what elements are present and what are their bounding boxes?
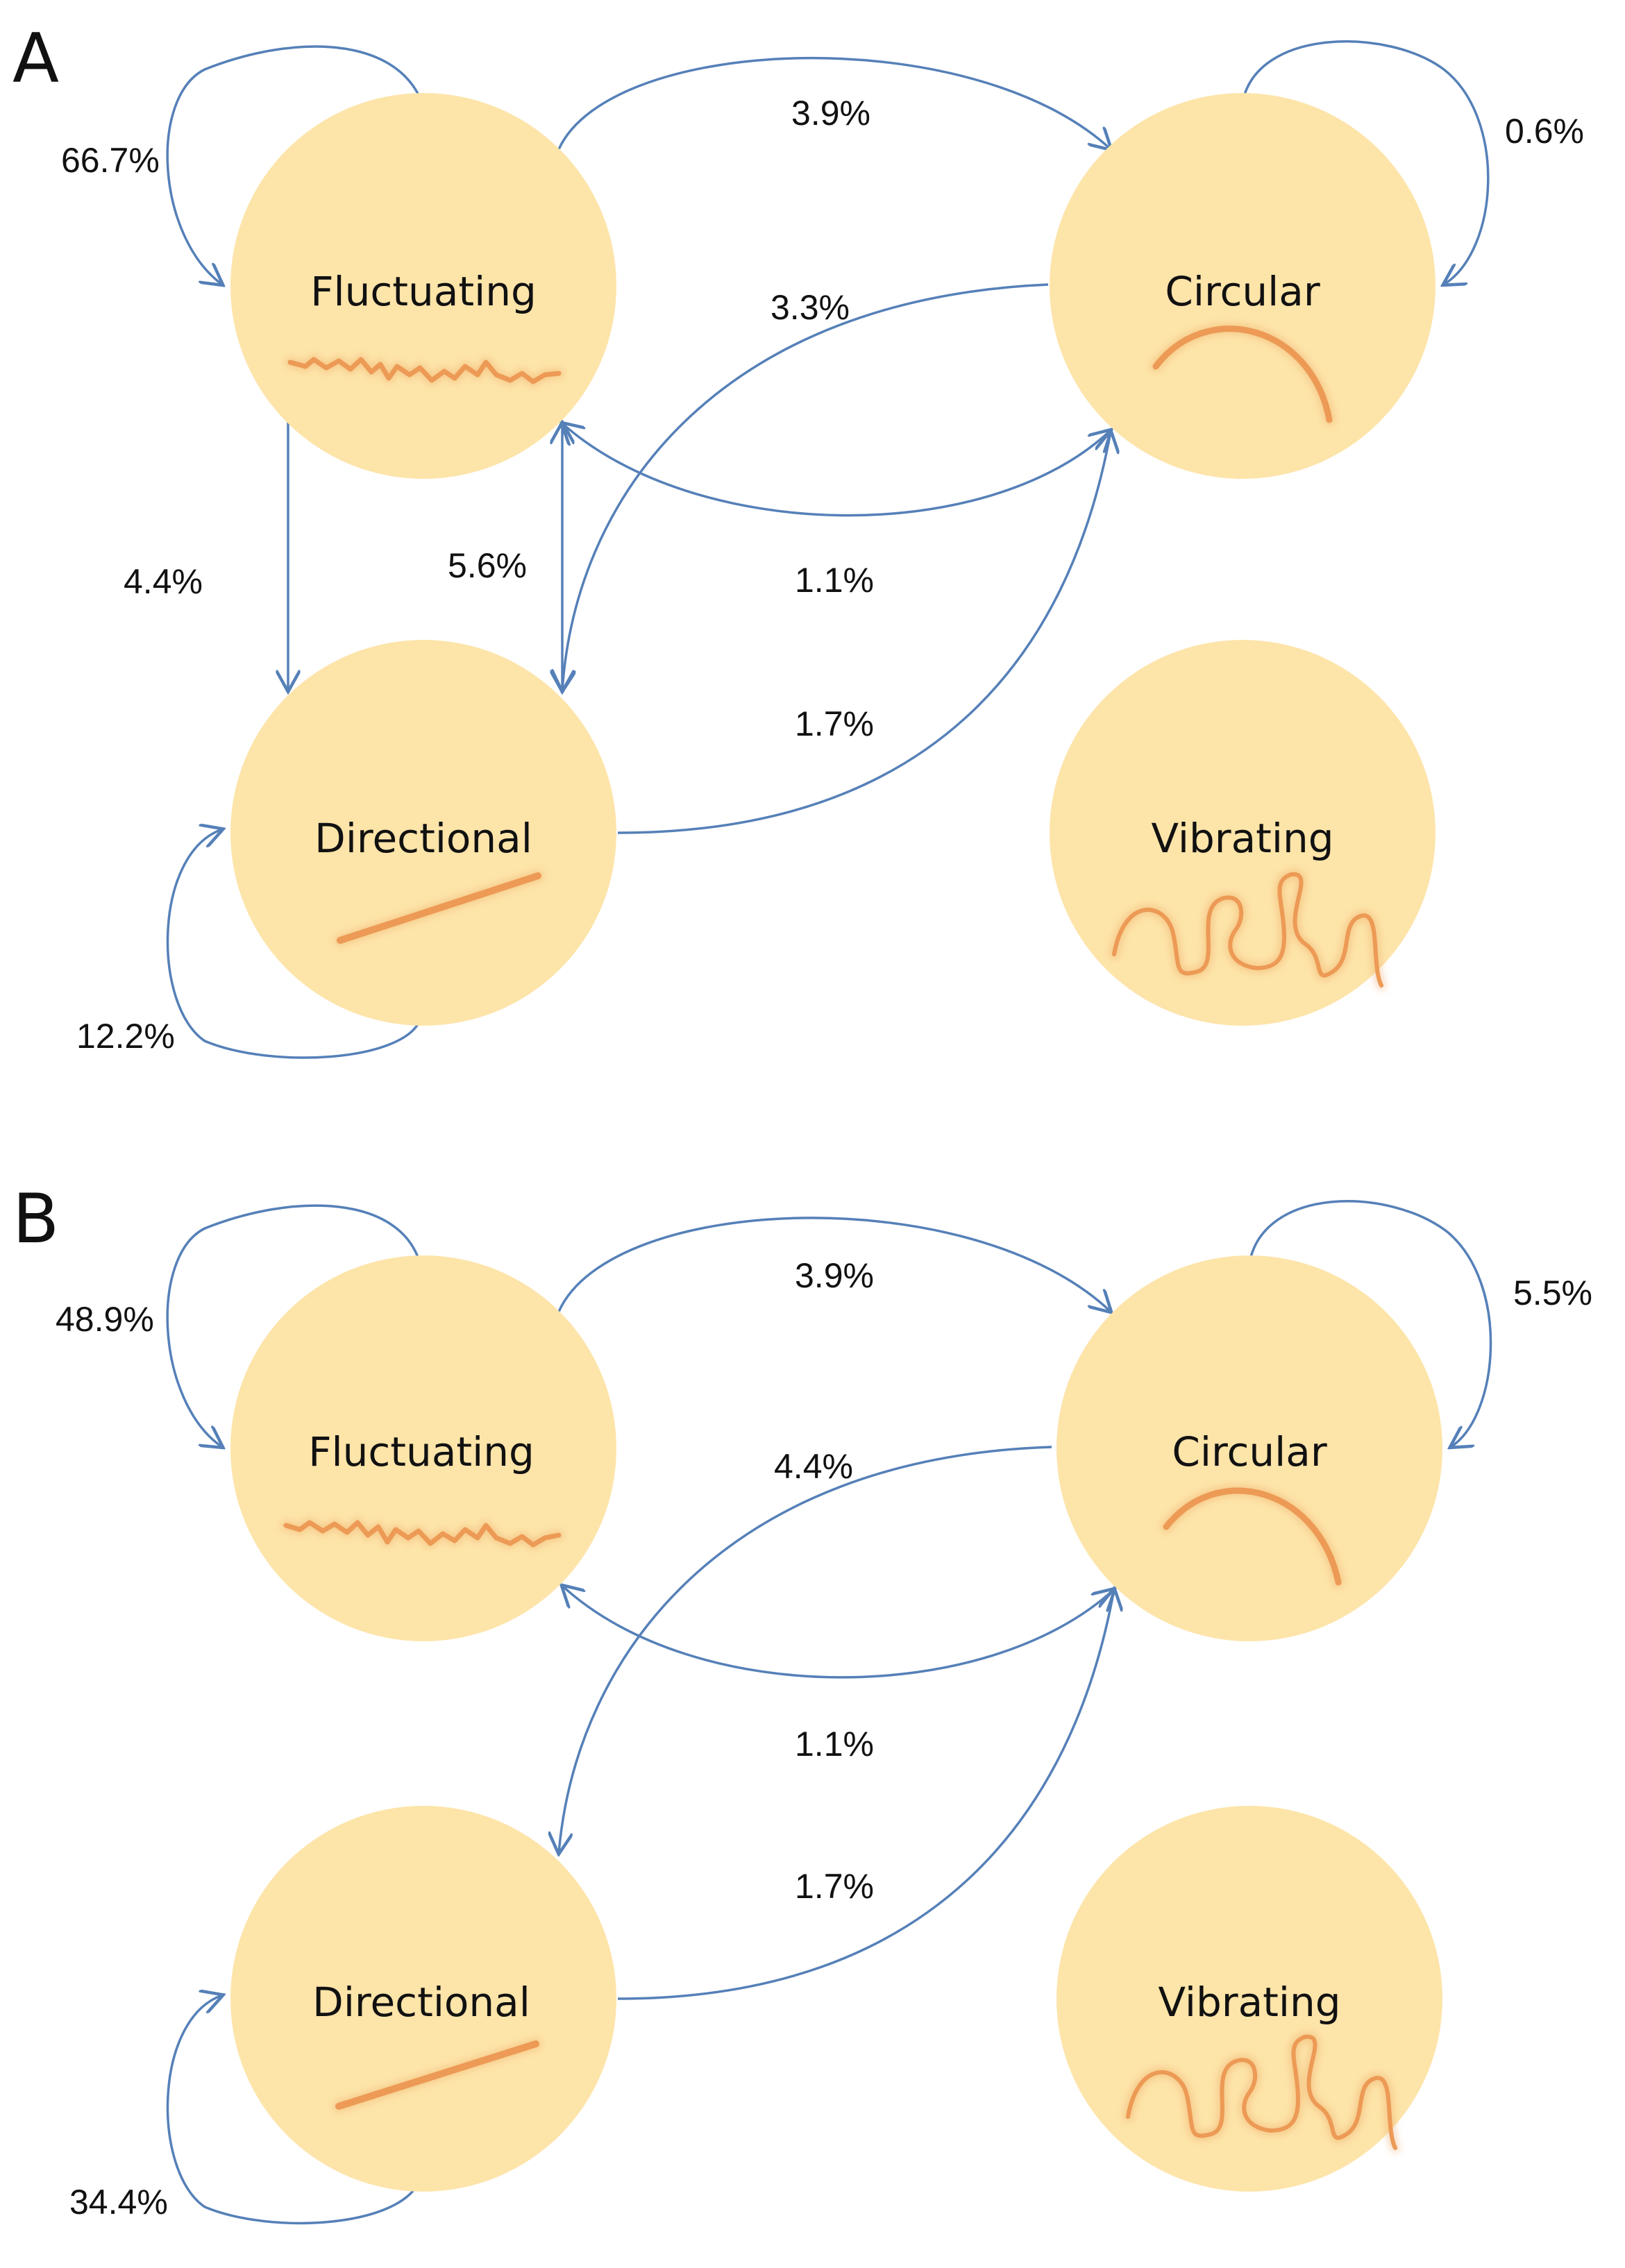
node-a-directional	[230, 640, 616, 1026]
edge-a-circ-to-dir	[562, 283, 1049, 691]
glyph-b-vibrating	[1123, 2031, 1400, 2153]
edge-a-circ-self	[1241, 40, 1490, 285]
pct-b-fluct-self: 48.9%	[56, 1300, 154, 1339]
edge-b-fluct-self	[166, 1204, 421, 1447]
edge-a-fluct-self	[166, 45, 423, 285]
pct-a-fluct-to-circ: 3.9%	[791, 94, 870, 133]
node-b-fluctuating	[230, 1255, 616, 1641]
panel-a: A	[12, 19, 1584, 1059]
edge-b-dir-to-circ	[617, 1589, 1114, 2000]
state-label-a-circular: Circular	[1165, 268, 1320, 315]
pct-a-circ-self: 0.6%	[1505, 112, 1584, 151]
edge-b-dir-self	[166, 1995, 421, 2225]
panel-label-b: B	[12, 1180, 59, 1259]
glyph-a-fluctuating	[285, 355, 564, 387]
pct-b-dir-self: 34.4%	[69, 2183, 168, 2222]
pct-a-fluct-to-dir: 4.4%	[124, 562, 203, 601]
edge-b-fluct-circ-bidir	[562, 1586, 1114, 1679]
edge-b-circ-to-dir	[559, 1446, 1052, 1853]
edge-b-fluct-to-circ	[557, 1217, 1111, 1312]
panel-a-edges	[166, 40, 1490, 1059]
pct-a-dir-to-circ: 1.7%	[795, 704, 874, 743]
state-label-b-circular: Circular	[1172, 1428, 1327, 1475]
node-b-circular	[1056, 1255, 1442, 1641]
pct-b-dir-to-circ: 1.7%	[795, 1867, 874, 1906]
state-label-a-fluctuating: Fluctuating	[310, 268, 537, 315]
node-a-circular	[1050, 93, 1435, 479]
panel-label-a: A	[12, 19, 59, 99]
pct-a-dir-self: 12.2%	[76, 1017, 175, 1056]
edge-a-fluct-circ-bidir	[562, 423, 1111, 517]
pct-a-fluct-circ-bidir: 1.1%	[795, 561, 874, 600]
glyph-b-directional	[333, 2038, 541, 2112]
state-label-b-vibrating: Vibrating	[1158, 1979, 1340, 2026]
state-label-b-directional: Directional	[312, 1979, 530, 2026]
state-label-a-vibrating: Vibrating	[1151, 815, 1333, 862]
node-b-directional	[230, 1806, 616, 2192]
glyph-a-vibrating	[1109, 869, 1386, 990]
glyph-a-directional	[335, 870, 544, 946]
edge-a-dir-self	[166, 829, 421, 1059]
panel-b-edges	[166, 1200, 1492, 2225]
pct-b-fluct-to-circ: 3.9%	[795, 1256, 874, 1295]
node-b-vibrating	[1056, 1806, 1442, 2192]
panel-b: B	[12, 1180, 1592, 2225]
edge-a-fluct-to-circ	[557, 57, 1111, 149]
edge-b-circ-self	[1248, 1200, 1492, 1447]
glyph-b-circular	[1161, 1484, 1344, 1588]
node-a-fluctuating	[230, 93, 616, 479]
node-a-vibrating	[1050, 640, 1435, 1026]
pct-a-fluct-self: 66.7%	[61, 141, 160, 180]
pct-a-circ-to-dir: 3.3%	[771, 288, 850, 327]
pct-b-circ-to-dir: 4.4%	[774, 1447, 853, 1486]
pct-a-fluct-dir-bidir: 5.6%	[448, 546, 527, 585]
glyph-b-fluctuating	[281, 1518, 564, 1550]
pct-b-fluct-circ-bidir: 1.1%	[795, 1725, 874, 1763]
pct-b-circ-self: 5.5%	[1513, 1273, 1592, 1312]
glyph-a-circular	[1150, 323, 1335, 425]
edge-a-dir-to-circ	[617, 432, 1111, 834]
state-label-b-fluctuating: Fluctuating	[308, 1428, 534, 1475]
state-label-a-directional: Directional	[314, 815, 532, 862]
